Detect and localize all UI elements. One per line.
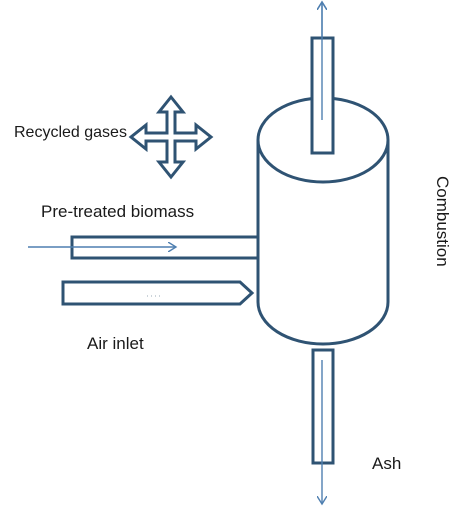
- air-inlet-pipe: [61, 280, 255, 306]
- air-inlet-label: Air inlet: [87, 334, 144, 353]
- ash-label: Ash: [372, 454, 401, 473]
- ash-outlet-pipe: [311, 348, 335, 504]
- pretreated-biomass-label: Pre-treated biomass: [41, 202, 194, 221]
- biomass-inlet-pipe: [28, 235, 260, 260]
- four-way-arrow-icon: [128, 94, 214, 180]
- reactor-cylinder: [256, 2, 390, 346]
- recycled-gases-label: Recycled gases: [14, 124, 127, 141]
- combustion-label: Combustion: [433, 176, 452, 267]
